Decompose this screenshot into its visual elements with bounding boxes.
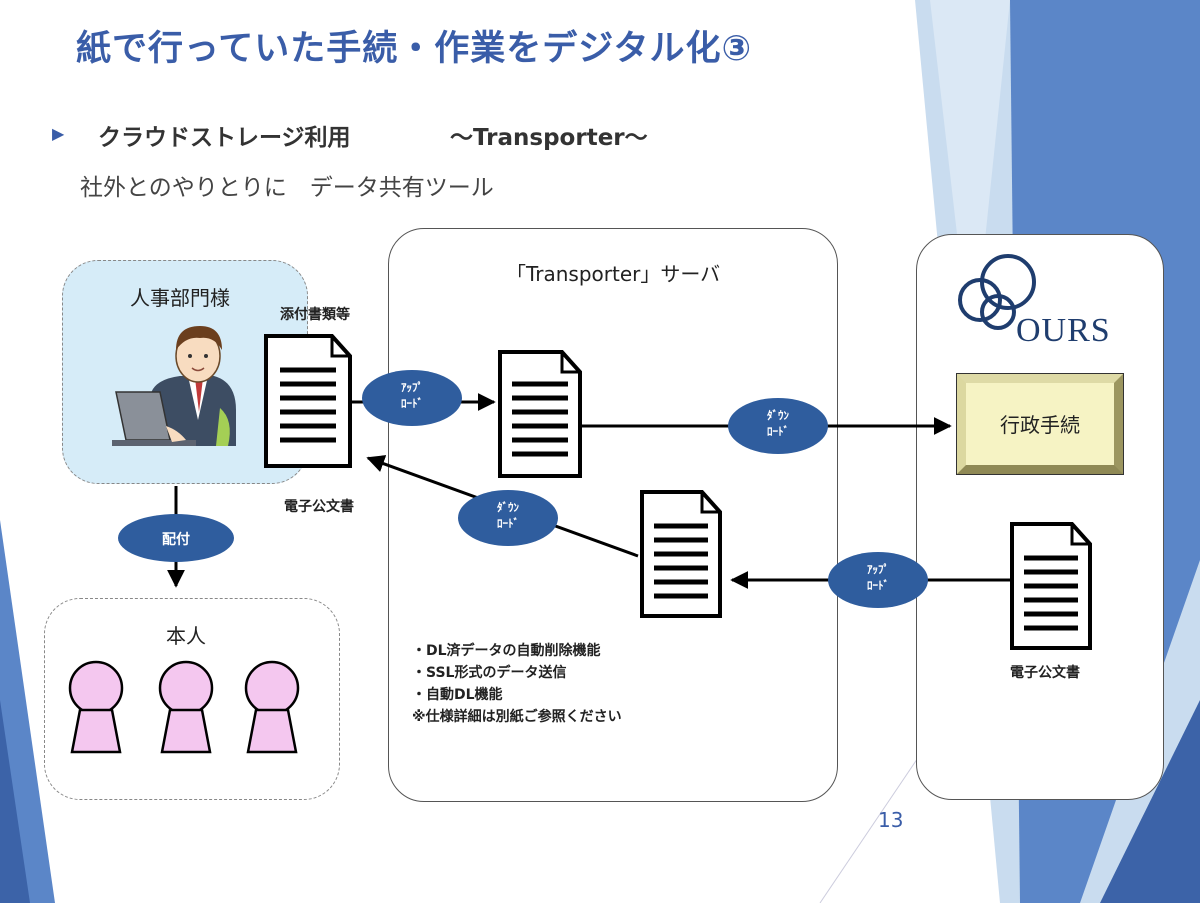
document-icon-attachments [264, 334, 352, 468]
gyosei-procedure-box: 行政手続 [957, 374, 1123, 474]
document-icon-server-in [498, 350, 582, 478]
oval-download-left-text: ﾀﾞｳﾝﾛｰﾄﾞ [497, 501, 519, 530]
document-icon-server-out [640, 490, 722, 618]
gyosei-procedure-label: 行政手続 [1000, 413, 1080, 437]
office-worker-illustration [112, 326, 236, 446]
oval-download-left [458, 490, 558, 546]
person-icon-3 [244, 660, 300, 754]
oval-distribute [118, 514, 234, 562]
feature-note: ※仕様詳細は別紙ご参照ください [412, 709, 622, 725]
e-document-left-label: 電子公文書 [284, 499, 354, 515]
attachments-label: 添付書類等 [280, 307, 350, 323]
bullet-marker: ▶ [52, 124, 65, 143]
oval-upload-right-text: ｱｯﾌﾟﾛｰﾄﾞ [867, 563, 889, 592]
oval-download-right-text: ﾀﾞｳﾝﾛｰﾄﾞ [767, 409, 789, 438]
person-icon-1 [68, 660, 124, 754]
feature-item: ・SSL形式のデータ送信 [412, 665, 567, 681]
feature-item: ・DL済データの自動削除機能 [412, 643, 601, 659]
ours-logo-icon [958, 254, 1036, 330]
transporter-server-label: 「Transporter」サーバ [506, 262, 721, 286]
oval-download-right [728, 398, 828, 454]
oval-distribute-text: 配付 [162, 532, 190, 548]
e-document-right-label: 電子公文書 [1010, 665, 1080, 681]
oval-upload-left [362, 370, 462, 426]
ours-logo-text: OURS [1016, 312, 1111, 349]
ours-box [916, 234, 1164, 800]
feature-item: ・自動DL機能 [412, 687, 503, 703]
hr-department-label: 人事部門様 [130, 286, 230, 310]
feature-list: ・DL済データの自動削除機能 ・SSL形式のデータ送信 ・自動DL機能 ※仕様詳… [412, 640, 622, 728]
person-label: 本人 [166, 624, 206, 648]
document-icon-e-document [1010, 522, 1092, 650]
section-heading-product: ～Transporter～ [450, 125, 648, 151]
person-icon-2 [158, 660, 214, 754]
section-heading: クラウドストレージ利用 [98, 125, 351, 151]
page-title: 紙で行っていた手続・作業をデジタル化③ [76, 29, 753, 69]
section-subtitle: 社外とのやりとりに データ共有ツール [80, 175, 494, 201]
oval-upload-left-text: ｱｯﾌﾟﾛｰﾄﾞ [401, 381, 423, 410]
oval-upload-right [828, 552, 928, 608]
page-number: 13 [878, 808, 904, 832]
